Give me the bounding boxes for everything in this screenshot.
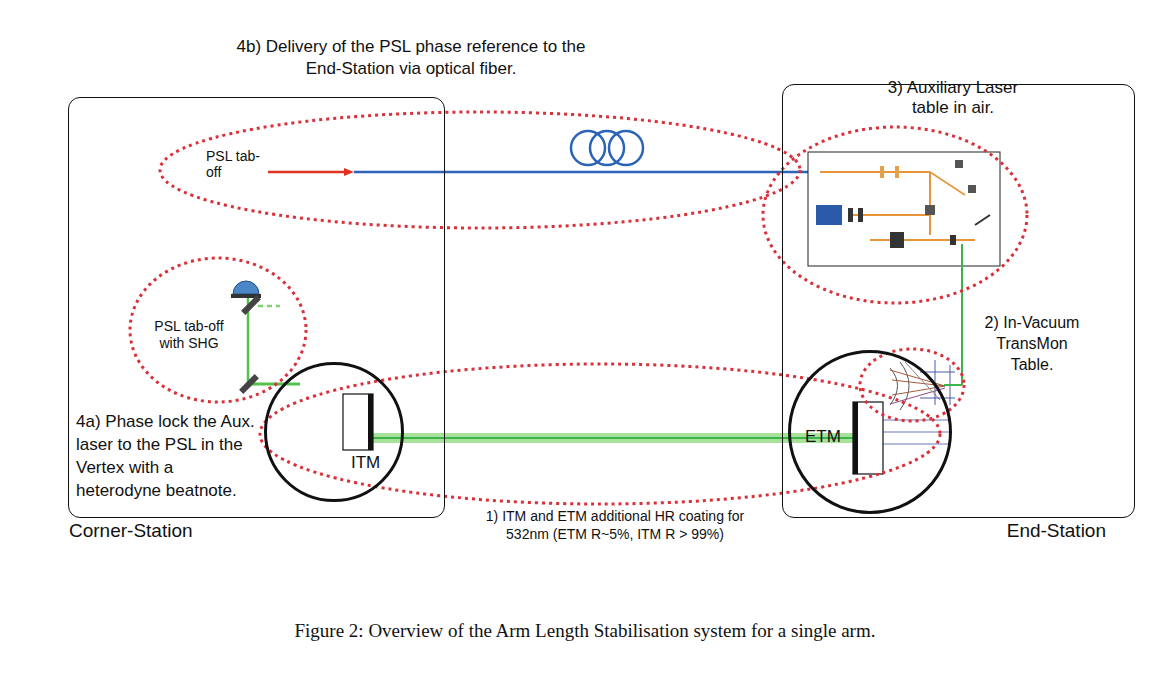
aux-laser-table	[961, 244, 963, 385]
shg-optics	[258, 305, 280, 308]
node-label: Corner-Station	[69, 520, 193, 543]
annotation-label: 2) In-Vacuum TransMon Table.	[976, 312, 1088, 375]
test-mass-mirror	[368, 394, 373, 450]
shg-optics	[239, 374, 259, 394]
aux-laser-table	[808, 152, 1000, 385]
annotation-label: PSL tab-off with SHG	[143, 318, 235, 352]
fiber-link	[571, 131, 605, 165]
arm-beam	[883, 444, 950, 445]
figure-caption: Figure 2: Overview of the Arm Length Sta…	[0, 620, 1170, 642]
region-ellipse	[160, 112, 800, 228]
node-label: End-Station	[1007, 520, 1106, 543]
test-mass-mirror	[343, 394, 373, 450]
transmon-table	[892, 380, 945, 386]
aux-laser-table	[968, 185, 976, 193]
mirror-circle: ITM	[264, 362, 404, 502]
aux-laser-table	[925, 205, 935, 215]
transmon-table	[935, 360, 936, 405]
fiber-link	[344, 168, 354, 176]
region-ellipse	[130, 112, 1027, 504]
annotation-label: 3) Auxiliary Laser table in air.	[878, 78, 1028, 118]
test-mass-mirror	[853, 402, 883, 474]
test-mass-mirror	[343, 394, 883, 474]
region-ellipse	[130, 258, 306, 402]
fiber-link	[268, 171, 346, 174]
aux-laser-table	[870, 239, 975, 241]
aux-laser-table	[975, 215, 990, 225]
aux-laser-table	[944, 384, 962, 386]
laser-beam	[404, 438, 788, 439]
fiber-link	[590, 131, 624, 165]
aux-laser-table	[858, 208, 863, 222]
aux-laser-table	[808, 152, 1000, 266]
region-ellipse	[763, 127, 1027, 303]
node-label: ETM	[805, 427, 841, 447]
beam-core	[404, 437, 788, 439]
region-ellipse	[260, 364, 940, 504]
annotation-label: 4b) Delivery of the PSL phase reference …	[224, 36, 598, 80]
fiber-link	[268, 131, 810, 176]
aux-laser-table	[848, 208, 853, 222]
fiber-link	[609, 131, 643, 165]
aux-laser-table	[955, 160, 963, 168]
aux-laser-table	[930, 172, 965, 195]
fiber-link	[354, 171, 810, 174]
region-ellipse	[860, 349, 964, 421]
aux-laser-table	[816, 205, 842, 225]
aux-laser-table	[820, 171, 930, 173]
aux-laser-table	[950, 235, 956, 245]
shg-optics	[233, 281, 259, 294]
annotation-label: 4a) Phase lock the Aux. laser to the PSL…	[76, 410, 261, 502]
node-label: ITM	[351, 453, 380, 473]
shg-optics	[241, 295, 261, 315]
annotation-label: PSL tab-off	[206, 148, 268, 180]
beam-glow	[404, 433, 788, 443]
annotation-label: 1) ITM and ETM additional HR coating for…	[484, 507, 746, 543]
test-mass-mirror	[853, 402, 858, 474]
mirror-circle: ETM	[788, 350, 952, 514]
aux-laser-table	[890, 232, 904, 248]
shg-optics	[231, 281, 300, 394]
aux-laser-table	[929, 172, 931, 235]
aux-laser-table	[895, 166, 899, 178]
station-box: End-StationETM	[782, 84, 1135, 518]
aux-laser-table	[880, 166, 884, 178]
